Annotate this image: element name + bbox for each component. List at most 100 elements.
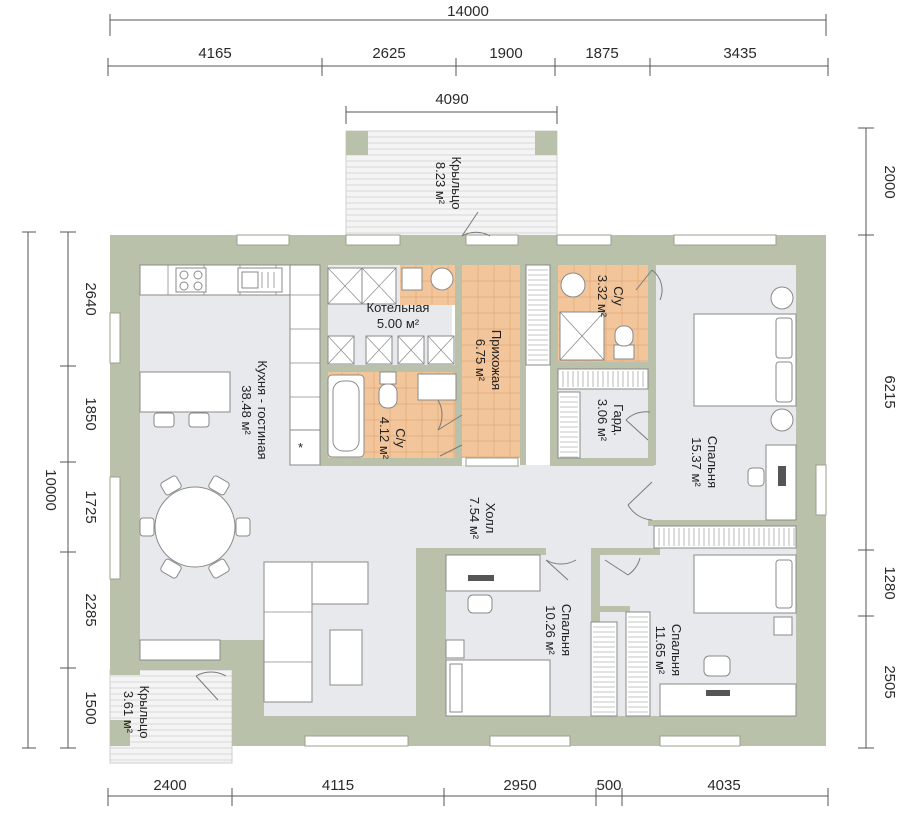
nightstand xyxy=(773,616,793,636)
boiler-equipment xyxy=(327,267,455,365)
label-hall: Холл 7.54 м² xyxy=(467,497,498,540)
wardrobe-icon xyxy=(525,264,551,366)
door-icon xyxy=(627,481,653,521)
label-bedroom-small: Спальня 11.65 м² xyxy=(653,624,684,676)
wardrobe-name: Гард. xyxy=(611,404,626,436)
sink-icon xyxy=(560,272,586,298)
bed-icon xyxy=(445,659,551,717)
boiler-area: 5.00 м² xyxy=(377,316,420,331)
dim-top-seg-5: 3435 xyxy=(723,45,756,62)
dim-bottom-seg-2: 4115 xyxy=(322,777,354,794)
coffee-table xyxy=(329,629,363,686)
dim-left-seg-4: 2285 xyxy=(82,593,99,626)
dim-left-total: 10000 xyxy=(42,469,59,511)
hall-name: Холл xyxy=(483,503,498,534)
bath-left-area: 4.12 м² xyxy=(377,417,392,460)
label-bath-right: С/у 3.32 м² xyxy=(595,275,626,318)
dim-bottom-seg-1: 2400 xyxy=(153,777,186,794)
chair-icon xyxy=(747,467,765,487)
chair-icon xyxy=(208,475,230,496)
window-icon xyxy=(236,234,290,246)
sink-icon xyxy=(401,267,423,291)
desk-icon xyxy=(747,444,797,521)
wardrobe-icon xyxy=(625,611,651,717)
window-icon xyxy=(109,476,121,580)
chair-icon xyxy=(208,558,230,579)
label-porch-top: Крыльцо 8.23 м² xyxy=(433,156,464,209)
porch-top-deck-lines xyxy=(346,136,557,234)
dim-left-seg-2: 1850 xyxy=(82,397,99,430)
dim-right-seg-3: 1280 xyxy=(881,566,898,599)
bedroom-big-name: Спальня xyxy=(705,436,720,488)
sink-icon xyxy=(417,373,457,401)
dim-right-seg-1: 2000 xyxy=(881,165,898,198)
window-icon xyxy=(465,234,519,246)
chair-icon xyxy=(160,475,182,496)
room-labels: Крыльцо 8.23 м² Кухня - гостиная 38.48 м… xyxy=(121,156,720,738)
nightstand xyxy=(770,408,794,432)
dim-bottom-seg-3: 2950 xyxy=(503,777,536,794)
wardrobe-body xyxy=(557,391,581,459)
kitchen-area: 38.48 м² xyxy=(239,385,254,435)
window-icon xyxy=(345,234,401,246)
dim-right-seg-4: 2505 xyxy=(881,665,898,698)
chair-icon xyxy=(160,558,182,579)
chair-icon xyxy=(139,517,155,537)
label-porch-bottom: Крыльцо 3.61 м² xyxy=(121,685,152,738)
hallway-name: Прихожая xyxy=(489,330,504,390)
porch-bottom xyxy=(109,669,233,764)
chair-icon xyxy=(235,517,251,537)
door-icon xyxy=(625,411,651,441)
window-icon xyxy=(556,234,612,246)
wardrobe-body xyxy=(590,621,618,717)
stove-icon xyxy=(175,267,207,293)
wardrobe-area: 3.06 м² xyxy=(595,399,610,442)
door-icon xyxy=(604,557,641,576)
hallway-area: 6.75 м² xyxy=(473,339,488,382)
dim-top-seg-3: 1900 xyxy=(489,45,522,62)
label-bedroom-big: Спальня 15.37 м² xyxy=(689,436,720,488)
hall-area: 7.54 м² xyxy=(467,497,482,540)
porch-top-name: Крыльцо xyxy=(449,156,464,209)
bed-icon xyxy=(693,313,797,407)
dim-porch-width: 4090 xyxy=(435,91,468,108)
window-icon xyxy=(673,234,777,246)
boiler-tank xyxy=(430,267,454,291)
dim-top-total: 14000 xyxy=(447,3,489,20)
label-boiler: Котельная 5.00 м² xyxy=(367,300,430,331)
doors xyxy=(195,211,663,701)
bed-icon xyxy=(693,554,797,614)
dim-left-seg-1: 2640 xyxy=(82,282,99,315)
bedroom-mid-name: Спальня xyxy=(559,604,574,656)
bedroom-small-name: Спальня xyxy=(669,624,684,676)
dim-top-seg-2: 2625 xyxy=(372,45,405,62)
bedroom-big-area: 15.37 м² xyxy=(689,437,704,487)
chair-icon xyxy=(153,412,210,428)
nightstand xyxy=(445,639,465,659)
shoe-cabinet xyxy=(139,639,221,661)
wardrobe-icon xyxy=(557,368,649,459)
label-wardrobe: Гард. 3.06 м² xyxy=(595,399,626,442)
window-icon xyxy=(659,735,741,747)
boiler-name: Котельная xyxy=(367,300,430,315)
kitchen-name: Кухня - гостиная xyxy=(255,360,270,459)
dim-bottom-seg-5: 4035 xyxy=(707,777,740,794)
dim-left-seg-5: 1500 xyxy=(82,691,99,724)
wardrobe-icon xyxy=(653,525,797,549)
toilet-icon xyxy=(613,325,635,360)
dining-table-icon xyxy=(139,475,251,579)
bath-left-name: С/у xyxy=(393,428,408,448)
fridge xyxy=(289,429,321,466)
desk-icon xyxy=(659,655,797,717)
door-icon xyxy=(635,269,663,301)
dining-chairs xyxy=(139,475,251,579)
dimension-lines: 14000 4165 2625 1900 1875 3435 4090 1000… xyxy=(22,3,898,806)
chair-icon xyxy=(703,655,731,677)
toilet-icon xyxy=(378,371,398,409)
label-bath-left: С/у 4.12 м² xyxy=(377,417,408,460)
door-icon xyxy=(461,211,491,237)
bath-right-area: 3.32 м² xyxy=(595,275,610,318)
sofa-icon xyxy=(263,561,369,703)
